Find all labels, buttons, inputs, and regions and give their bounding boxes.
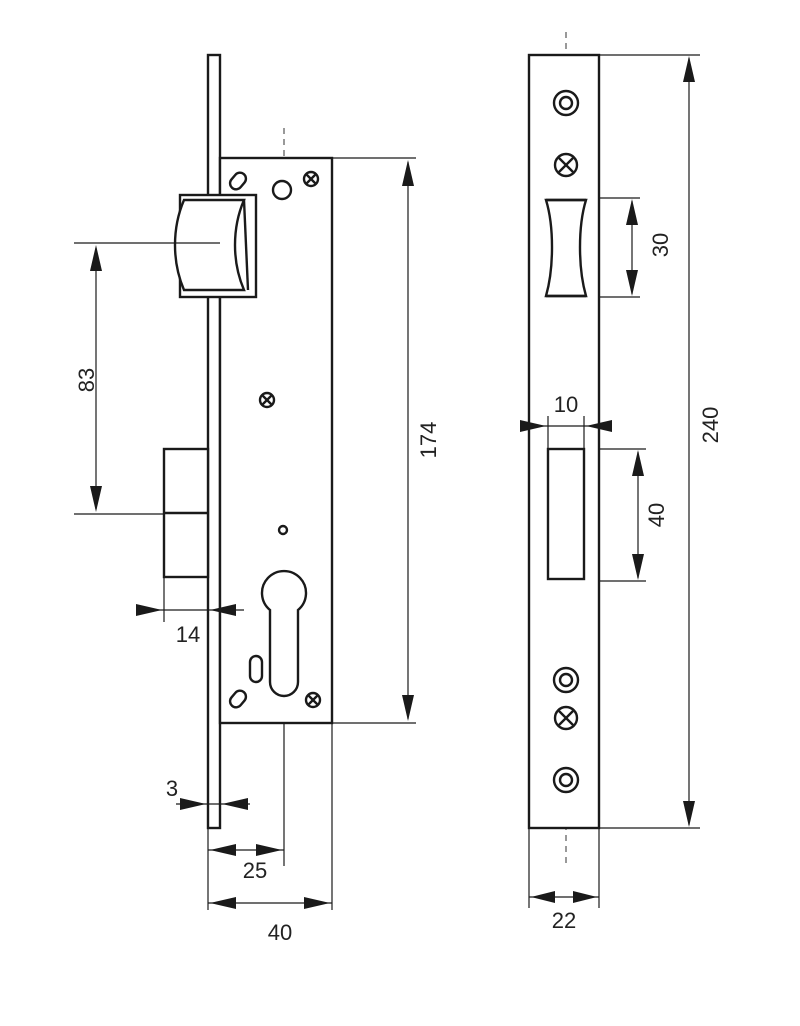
screw-icon-bottom — [304, 691, 322, 709]
dim-40-width-label: 40 — [268, 920, 292, 945]
dead-bolt — [162, 447, 210, 579]
cylinder-keyhole — [260, 569, 308, 698]
side-view: 83 174 14 3 — [74, 53, 441, 945]
dim-25-label: 25 — [243, 858, 267, 883]
latch-roller — [173, 198, 246, 292]
front-deadbolt-opening — [546, 447, 586, 581]
dim-3 — [176, 798, 250, 810]
mount-hole-top — [271, 179, 293, 201]
dim-30-label: 30 — [648, 233, 673, 257]
dim-40-width — [208, 723, 333, 910]
dim-22 — [528, 828, 600, 908]
dim-40-bolt — [599, 448, 646, 582]
front-hole-lower — [552, 666, 580, 694]
front-view: 30 10 40 — [520, 32, 723, 933]
side-faceplate — [206, 53, 222, 830]
dim-240-label: 240 — [698, 407, 723, 444]
latch-bolt — [173, 193, 258, 299]
front-hole-top — [552, 89, 580, 117]
front-latch-opening — [544, 198, 588, 298]
dim-10-label: 10 — [554, 392, 578, 417]
mount-slot-bottom — [228, 689, 248, 709]
dim-240 — [599, 54, 700, 829]
dim-40-bolt-label: 40 — [644, 503, 669, 527]
small-hole — [277, 524, 289, 536]
dim-30 — [599, 197, 640, 298]
mount-slot-top — [228, 171, 248, 191]
mount-slot-lower — [248, 654, 264, 684]
dim-14-label: 14 — [176, 622, 200, 647]
dim-83-label: 83 — [74, 368, 99, 392]
dim-174-label: 174 — [416, 422, 441, 459]
dim-25 — [207, 723, 285, 910]
dim-174 — [332, 157, 416, 724]
dim-3-label: 3 — [166, 776, 178, 801]
dim-14 — [136, 577, 244, 622]
front-hole-bottom — [552, 766, 580, 794]
dim-10 — [520, 416, 612, 448]
front-screw-icon-bottom — [553, 705, 579, 731]
dim-22-label: 22 — [552, 908, 576, 933]
dim-83 — [90, 245, 102, 512]
front-faceplate — [527, 53, 601, 830]
screw-icon-middle — [258, 391, 276, 409]
front-screw-icon-top — [553, 152, 579, 178]
screw-icon-top — [302, 170, 320, 188]
